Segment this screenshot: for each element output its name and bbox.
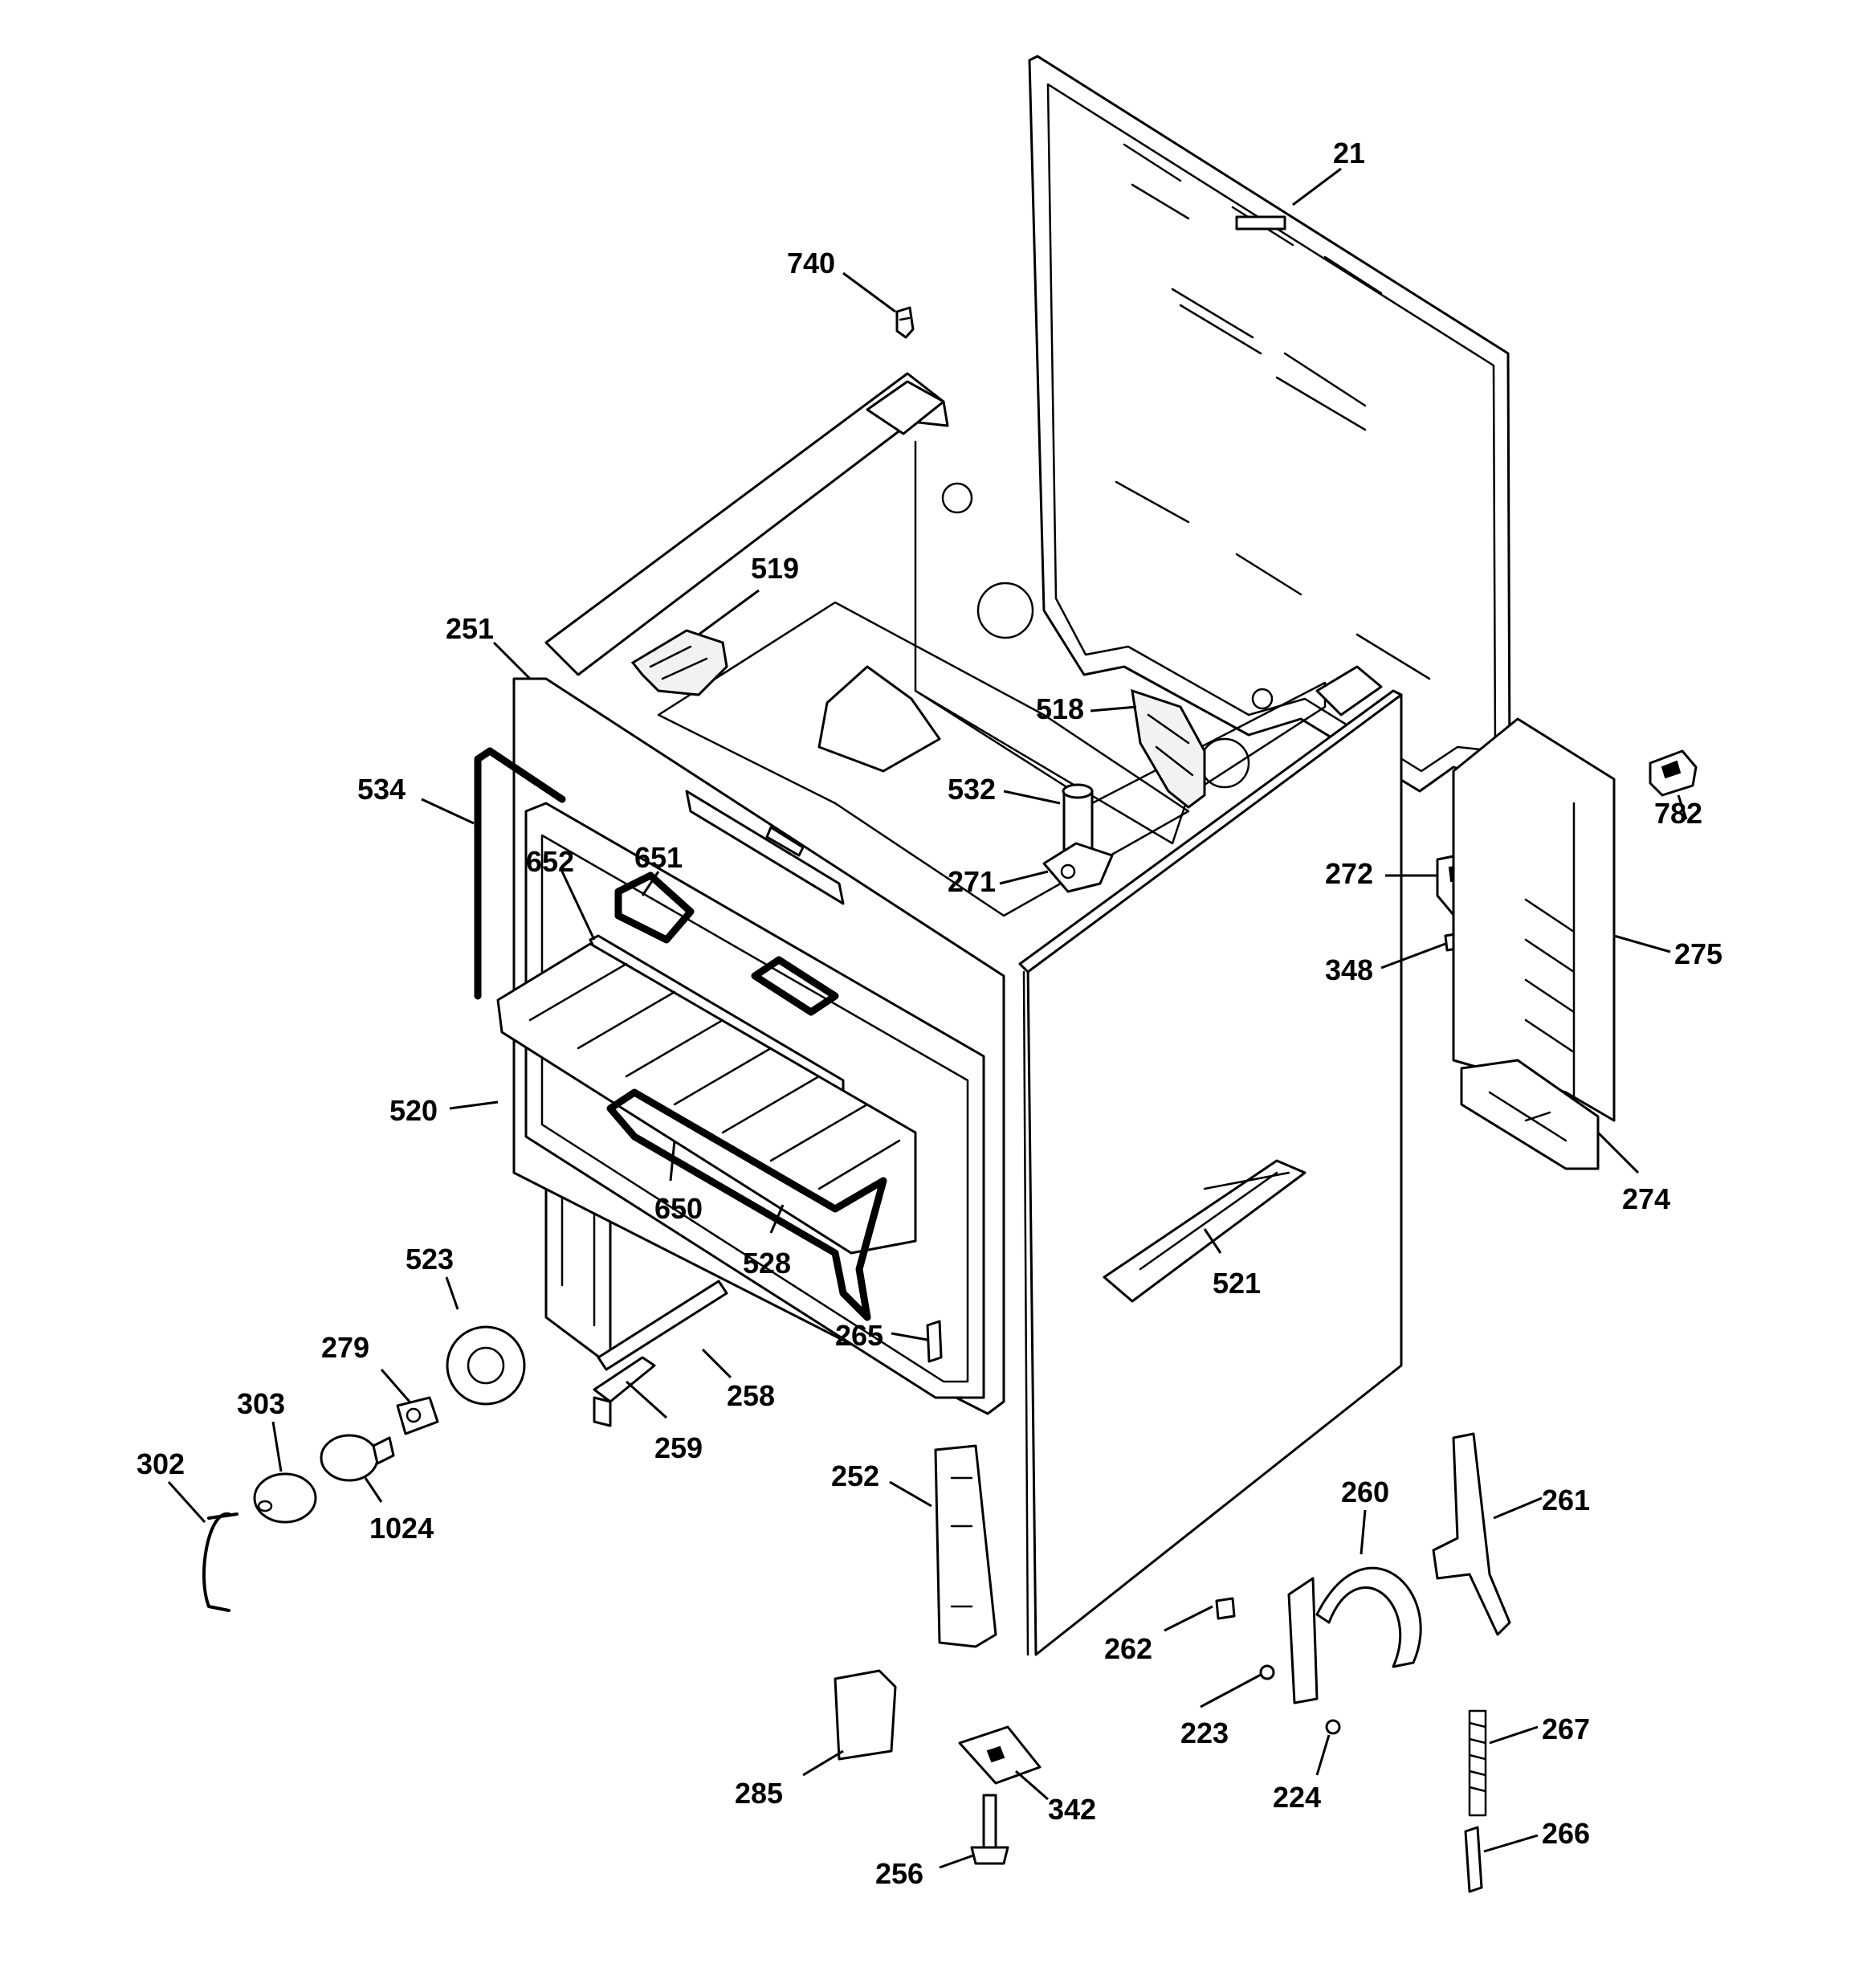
part-302-wire-retainer — [202, 1512, 238, 1612]
callout-261: 261 — [1542, 1484, 1590, 1517]
leader-lines — [167, 167, 1688, 1869]
callout-520: 520 — [389, 1094, 438, 1127]
part-534-gasket — [474, 747, 566, 1000]
callout-652: 652 — [526, 845, 574, 878]
callout-740: 740 — [787, 247, 835, 280]
callout-labels: 21 740 519 251 534 518 532 271 652 651 2… — [137, 137, 1722, 1890]
part-267-spring — [1468, 1709, 1487, 1817]
callout-782: 782 — [1654, 797, 1702, 830]
callout-519: 519 — [751, 552, 799, 585]
part-782-block — [1649, 749, 1698, 797]
part-256-leveling-leg — [970, 1794, 1009, 1865]
part-518-insulation — [1131, 688, 1206, 809]
callout-651: 651 — [634, 841, 683, 874]
part-279-socket — [396, 1396, 439, 1435]
callout-518: 518 — [1036, 692, 1084, 725]
part-285-block — [834, 1669, 897, 1761]
callout-279: 279 — [321, 1331, 369, 1364]
callout-532: 532 — [948, 773, 996, 806]
part-519-insulation — [630, 629, 728, 696]
part-342-leveling-plate — [958, 1725, 1042, 1785]
part-266-link — [1464, 1826, 1483, 1893]
callout-523: 523 — [406, 1243, 454, 1276]
part-21-back-panel — [1028, 55, 1511, 793]
part-523-light-housing — [446, 1325, 526, 1406]
callout-271: 271 — [948, 865, 996, 898]
callout-274: 274 — [1622, 1182, 1670, 1215]
callout-258: 258 — [727, 1379, 775, 1412]
part-275-side-panel — [1452, 717, 1616, 1122]
callout-223: 223 — [1180, 1717, 1229, 1749]
part-261-hinge-arm — [1432, 1432, 1511, 1636]
callout-348: 348 — [1325, 953, 1373, 986]
callout-251: 251 — [446, 612, 494, 645]
part-532-light-receptacle — [1062, 783, 1094, 853]
part-223-screw — [1259, 1664, 1275, 1680]
part-262-clip — [1215, 1597, 1236, 1620]
callout-266: 266 — [1542, 1817, 1590, 1850]
part-224-washer — [1325, 1719, 1341, 1735]
oven-cabinet-body — [544, 372, 1403, 1656]
part-303-lens-cover — [253, 1472, 317, 1524]
part-271-bracket — [1042, 842, 1114, 893]
callout-256: 256 — [875, 1857, 923, 1890]
callout-265: 265 — [835, 1319, 883, 1352]
part-252-hinge-bracket — [934, 1444, 997, 1648]
callout-650: 650 — [654, 1192, 703, 1225]
callout-303: 303 — [237, 1387, 285, 1420]
callout-252: 252 — [831, 1459, 879, 1492]
part-274-base-bracket — [1460, 1059, 1600, 1170]
part-1024-bulb — [320, 1434, 395, 1482]
callout-534: 534 — [357, 773, 406, 806]
part-265-vent — [926, 1320, 943, 1363]
callout-521: 521 — [1213, 1267, 1261, 1300]
callout-260: 260 — [1341, 1476, 1389, 1508]
part-259-slide-bracket — [593, 1356, 656, 1427]
callout-267: 267 — [1542, 1712, 1590, 1745]
callout-1024: 1024 — [369, 1512, 434, 1545]
callout-224: 224 — [1273, 1781, 1321, 1814]
part-258-rail — [597, 1280, 728, 1371]
callout-528: 528 — [743, 1247, 791, 1280]
part-740-clip — [895, 306, 915, 339]
callout-285: 285 — [735, 1777, 783, 1810]
part-651-broil-element — [614, 872, 839, 1016]
callout-275: 275 — [1674, 937, 1722, 970]
callout-272: 272 — [1325, 857, 1373, 890]
callout-302: 302 — [137, 1447, 185, 1480]
callout-262: 262 — [1104, 1632, 1152, 1665]
part-650-bake-element — [606, 1088, 887, 1321]
callout-259: 259 — [654, 1431, 703, 1464]
part-260-hinge — [1287, 1566, 1422, 1704]
callout-342: 342 — [1048, 1793, 1096, 1826]
callout-21: 21 — [1333, 137, 1365, 169]
part-528-oven-rack — [496, 942, 917, 1255]
